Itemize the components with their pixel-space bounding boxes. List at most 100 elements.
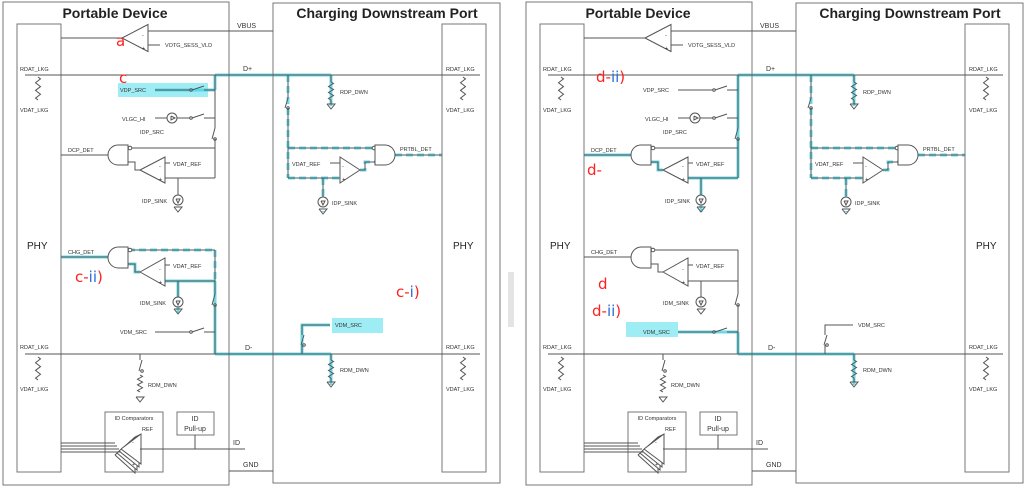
minus-sign: - bbox=[159, 267, 161, 273]
phy-block-right bbox=[441, 23, 487, 473]
current-source-icon bbox=[840, 196, 852, 208]
idp-sink-label: IDP_SINK bbox=[142, 199, 167, 205]
arrow-icon bbox=[698, 300, 704, 307]
vdp-src-label: VDP_SRC bbox=[120, 88, 146, 94]
separator-scrollbar bbox=[508, 272, 514, 327]
switch-icon bbox=[211, 127, 216, 140]
resistor-icon bbox=[459, 76, 467, 101]
vdat-ref-label: VDAT_REF bbox=[292, 162, 321, 168]
switch-icon bbox=[714, 85, 728, 91]
d-minus-label: D- bbox=[245, 345, 253, 352]
switch-icon bbox=[140, 369, 144, 373]
highlight bbox=[300, 323, 330, 354]
chg-det-label: CHG_DET bbox=[68, 250, 95, 256]
id-label: ID bbox=[233, 440, 240, 447]
annotation-part: ) bbox=[619, 68, 625, 86]
annotation-3: c-i) bbox=[396, 283, 420, 301]
highlight-vdm-src bbox=[626, 322, 678, 337]
comparator bbox=[662, 156, 689, 184]
resistor-icon bbox=[459, 356, 467, 381]
annotation-part: i bbox=[410, 283, 414, 301]
ground-icon bbox=[849, 381, 860, 388]
vdat-ref-label: VDAT_REF bbox=[696, 162, 725, 168]
arrow-icon bbox=[175, 198, 181, 205]
ground-icon bbox=[841, 208, 852, 215]
comparator bbox=[862, 156, 884, 184]
vdat-lkg-label: VDAT_LKG bbox=[20, 387, 48, 393]
vdm-src-label: VDM_SRC bbox=[120, 330, 147, 336]
switch-icon bbox=[712, 88, 716, 92]
resistor-icon bbox=[34, 356, 42, 381]
minus-sign: - bbox=[342, 164, 344, 170]
idp-src-label: IDP_SRC bbox=[663, 130, 687, 136]
rdat-lkg-label: RDAT_LKG bbox=[543, 345, 572, 351]
current-source-icon bbox=[695, 194, 707, 206]
prtbl-det-label: PRTBL_DET bbox=[400, 147, 432, 153]
votg-sess-vld-label: VOTG_SESS_VLD bbox=[688, 43, 735, 49]
arrow-icon bbox=[170, 115, 177, 121]
wire bbox=[824, 324, 853, 335]
charging-downstream-port-box bbox=[272, 2, 501, 484]
rdat-lkg-label: RDAT_LKG bbox=[969, 67, 998, 73]
vlgc-hi-label: VLGC_HI bbox=[645, 117, 669, 123]
plus-sign: + bbox=[682, 280, 685, 286]
vdat-ref-label: VDAT_REF bbox=[696, 264, 725, 270]
plus-sign: + bbox=[655, 462, 658, 468]
minus-sign: - bbox=[655, 440, 657, 446]
annotation-part: ) bbox=[414, 283, 420, 301]
rdm-dwn-label: RDM_DWN bbox=[148, 383, 177, 389]
annotation-3: d-ii) bbox=[592, 302, 621, 320]
arrow-icon bbox=[320, 200, 326, 207]
and-gate bbox=[107, 246, 129, 269]
ground-icon bbox=[173, 206, 184, 213]
switch-icon bbox=[807, 97, 812, 109]
vdat-ref-label: VDAT_REF bbox=[173, 162, 202, 168]
ref-label: REF bbox=[142, 427, 154, 433]
plus-sign: + bbox=[865, 177, 868, 183]
current-source-icon bbox=[695, 296, 707, 308]
rdp-dwn-label: RDP_DWN bbox=[340, 90, 368, 96]
portable-device-box bbox=[2, 1, 230, 486]
portable-device-title: Portable Device bbox=[62, 5, 167, 21]
rdat-lkg-label: RDAT_LKG bbox=[20, 345, 49, 351]
highlight bbox=[651, 160, 663, 172]
gnd-label: GND bbox=[766, 462, 782, 469]
vdat-lkg-label: VDAT_LKG bbox=[543, 108, 571, 114]
wire bbox=[651, 263, 663, 273]
chg-det-label: CHG_DET bbox=[591, 250, 618, 256]
id-comparators-label: ID Comparators bbox=[638, 416, 677, 422]
annotation-part: c bbox=[119, 69, 127, 87]
switch-icon bbox=[284, 97, 289, 109]
switch-icon bbox=[300, 334, 305, 346]
and-gate bbox=[630, 144, 652, 166]
ground-icon bbox=[173, 308, 184, 315]
switch-icon bbox=[191, 85, 205, 91]
switch-icon bbox=[302, 343, 306, 347]
switch-icon bbox=[825, 343, 829, 347]
comparator bbox=[139, 156, 166, 184]
vbus-comparator bbox=[121, 23, 149, 53]
switch-icon bbox=[734, 127, 739, 140]
switch-icon bbox=[189, 116, 193, 120]
gnd-label: GND bbox=[243, 462, 259, 469]
annotation-part: ii bbox=[89, 268, 97, 286]
switch-icon bbox=[714, 327, 728, 333]
comparator bbox=[139, 257, 166, 287]
phy-label-right: PHY bbox=[976, 241, 997, 252]
and-gate bbox=[630, 246, 652, 269]
phy-block-right bbox=[964, 23, 1010, 473]
highlight bbox=[360, 160, 375, 172]
and-gate bbox=[897, 144, 919, 166]
ground-icon bbox=[135, 396, 146, 403]
ground-icon bbox=[326, 103, 337, 110]
rdat-lkg-label: RDAT_LKG bbox=[446, 345, 475, 351]
idm-sink-label: IDM_SINK bbox=[140, 301, 166, 307]
annotation-1: d- bbox=[587, 161, 602, 179]
rdat-lkg-label: RDAT_LKG bbox=[969, 345, 998, 351]
switch-icon bbox=[734, 293, 739, 306]
ground-icon bbox=[318, 208, 329, 215]
d-minus-label: D- bbox=[768, 345, 776, 352]
minus-sign: - bbox=[159, 164, 161, 170]
